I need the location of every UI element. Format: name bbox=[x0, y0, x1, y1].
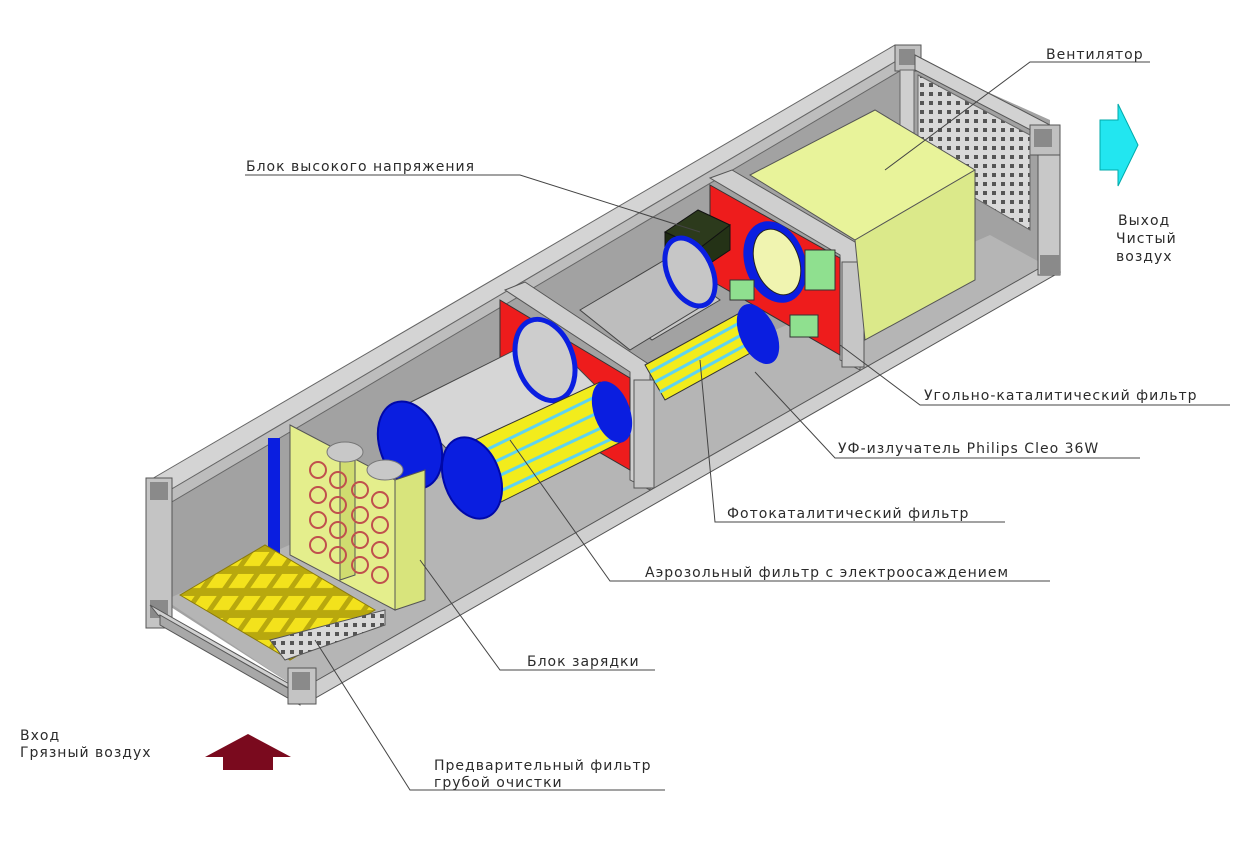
label-charging: Блок зарядки bbox=[527, 654, 640, 670]
leader-aerosol bbox=[509, 439, 1050, 582]
outlet-line3: воздух bbox=[1116, 249, 1173, 265]
charging-coils bbox=[309, 461, 389, 584]
label-prefilter-1: Предварительный фильтр bbox=[434, 758, 652, 774]
label-carbon-filter: Угольно-каталитический фильтр bbox=[924, 388, 1198, 404]
label-fan: Вентилятор bbox=[1046, 47, 1144, 63]
carbon-filter bbox=[729, 221, 836, 338]
outlet-line1: Выход bbox=[1118, 213, 1171, 229]
outlet-line2: Чистый bbox=[1116, 231, 1177, 247]
charging-block bbox=[268, 424, 426, 611]
leader-fan bbox=[884, 61, 1150, 171]
outlet-arrow bbox=[1099, 103, 1139, 187]
label-hv-block: Блок высокого напряжения bbox=[246, 159, 476, 175]
fan-unit bbox=[748, 109, 976, 341]
inlet-arrow bbox=[205, 734, 291, 770]
label-uv-lamp: УФ-излучатель Philips Cleo 36W bbox=[838, 441, 1100, 457]
label-photocatalytic: Фотокаталитический фильтр bbox=[727, 506, 970, 522]
leader-photo bbox=[699, 359, 1005, 523]
leader-prefilter bbox=[314, 639, 665, 791]
leader-charging bbox=[419, 559, 655, 671]
inlet-line2: Грязный воздух bbox=[20, 745, 152, 761]
leader-uv bbox=[754, 371, 1140, 459]
prefilter bbox=[179, 544, 386, 661]
label-aerosol: Аэрозольный фильтр с электроосаждением bbox=[645, 565, 1010, 581]
leader-carbon bbox=[839, 344, 1230, 406]
inlet-line1: Вход bbox=[20, 728, 61, 744]
leader-lines bbox=[245, 61, 1230, 791]
label-prefilter-2: грубой очистки bbox=[434, 775, 563, 791]
